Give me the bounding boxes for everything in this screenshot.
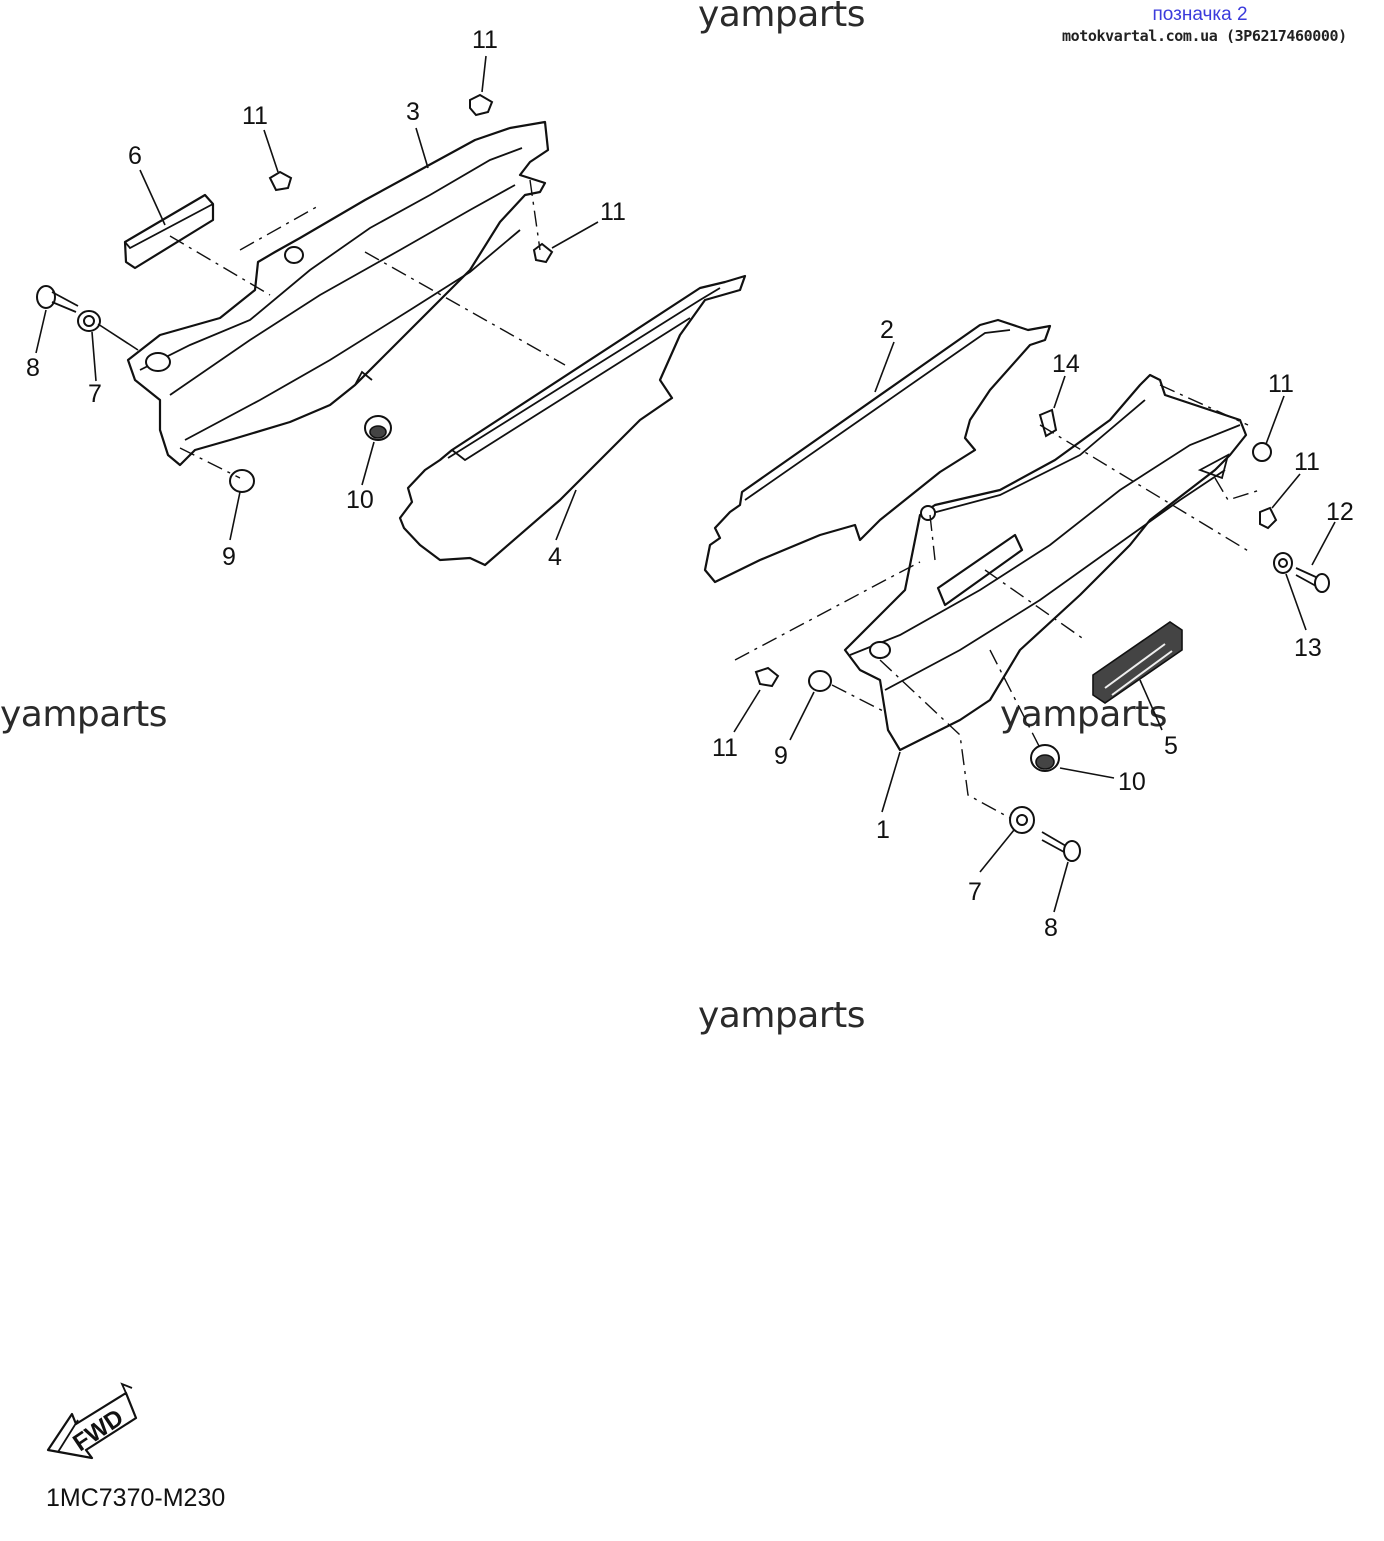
callout-12: 12 (1326, 498, 1354, 526)
callout-7-left: 7 (88, 380, 102, 408)
callout-13: 13 (1294, 634, 1322, 662)
part-11-clip-right-c (754, 666, 780, 688)
part-6-pad (123, 193, 215, 270)
part-9-damper-right (808, 670, 832, 692)
callout-6: 6 (128, 142, 142, 170)
source-line: motokvartal.com.ua (3P6217460000) (1062, 27, 1347, 45)
part-8-bolt-right (1041, 831, 1081, 862)
watermark-left: yamparts (0, 694, 167, 735)
callout-2: 2 (880, 316, 894, 344)
watermark-top: yamparts (698, 0, 865, 35)
callout-5: 5 (1164, 732, 1178, 760)
part-10-grommet-right (1030, 744, 1060, 772)
callout-9-right: 9 (774, 742, 788, 770)
fwd-arrow-icon: FWD (46, 1382, 138, 1460)
part-11-clip-right (532, 242, 554, 264)
part-9-damper-left (229, 469, 255, 493)
callout-11-right-b: 11 (1294, 448, 1320, 476)
callout-11-right-a: 11 (1268, 370, 1294, 398)
callout-3: 3 (406, 98, 420, 126)
part-1-side-cover (843, 373, 1248, 752)
callout-11-left-top: 11 (472, 26, 498, 54)
callout-8-left: 8 (26, 354, 40, 382)
part-13-washer (1273, 552, 1293, 574)
callout-11-left-upper: 11 (242, 102, 268, 130)
part-11-clip-right-b (1259, 506, 1278, 530)
callout-9-left: 9 (222, 543, 236, 571)
marker-label: позначка 2 (1152, 4, 1248, 25)
part-3-side-cover (126, 120, 550, 467)
callout-11-right-c: 11 (712, 734, 738, 762)
part-2-side-panel (703, 318, 1052, 584)
part-4-side-panel (398, 274, 747, 567)
part-10-grommet-left (364, 415, 392, 441)
part-7-collar-left (77, 310, 101, 332)
part-11-clip-right-a (1252, 442, 1272, 462)
part-8-bolt-left (36, 285, 79, 313)
part-11-clip-upper (268, 170, 293, 192)
callout-1: 1 (876, 816, 890, 844)
part-14-clip (1038, 408, 1058, 438)
part-11-clip-top (469, 93, 494, 117)
callout-14: 14 (1052, 350, 1080, 378)
diagram-code: 1MC7370-M230 (46, 1484, 226, 1512)
watermark-right: yamparts (1000, 694, 1167, 735)
callout-4: 4 (548, 543, 562, 571)
part-5-emblem (1092, 621, 1183, 704)
part-7-collar-right (1009, 806, 1035, 834)
callout-11-left-right: 11 (600, 198, 626, 226)
callout-8-right: 8 (1044, 914, 1058, 942)
callout-7-right: 7 (968, 878, 982, 906)
callout-10-left: 10 (346, 486, 374, 514)
watermark-bottom: yamparts (698, 995, 865, 1036)
callout-10-right: 10 (1118, 768, 1146, 796)
part-12-bolt (1295, 567, 1330, 593)
